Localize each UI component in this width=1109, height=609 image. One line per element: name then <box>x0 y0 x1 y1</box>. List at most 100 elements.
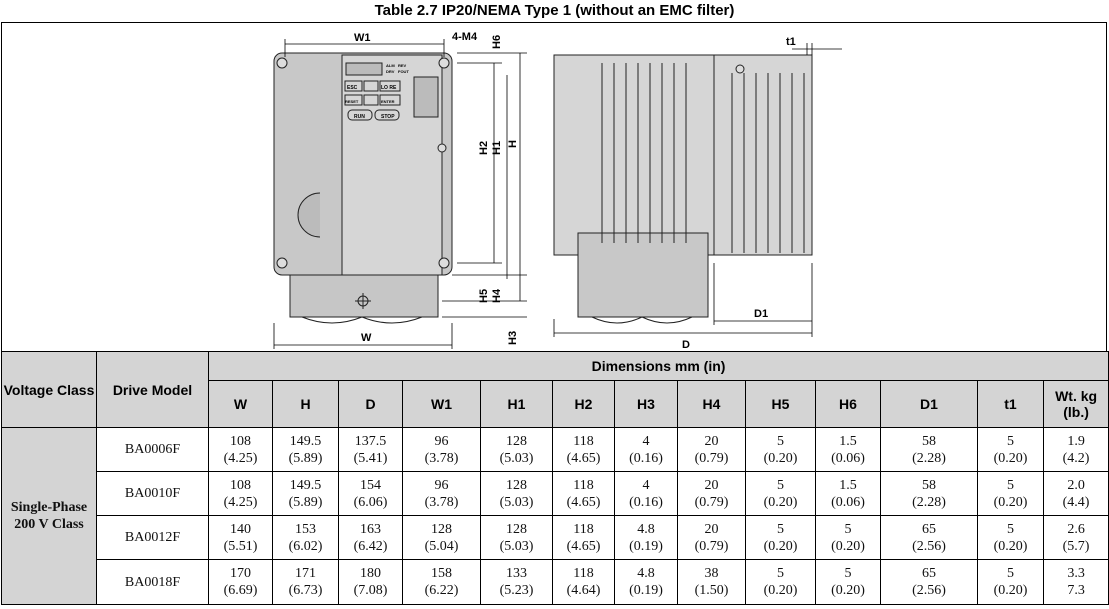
dimension-cell: 180(7.08) <box>338 559 403 605</box>
dimension-cell: 65(2.56) <box>880 515 978 560</box>
fout-led: FOUT <box>398 69 409 74</box>
value-in: (0.20) <box>763 494 798 510</box>
front-dimension-lines <box>273 39 527 349</box>
value-mm: 4.8 <box>637 566 655 581</box>
value-mm: 118 <box>573 566 594 581</box>
value-in: (0.06) <box>831 494 865 510</box>
value-in: (6.22) <box>424 583 459 598</box>
dimension-cell: 158 (6.22) <box>402 559 481 605</box>
value-in: (5.89) <box>288 494 323 510</box>
drive-model-cell: BA0018F <box>96 559 209 605</box>
value-in: (6.02) <box>288 538 323 554</box>
column-header: H5 <box>745 380 816 428</box>
side-dimension-lines <box>553 43 842 337</box>
value-mm: 153 <box>295 521 316 537</box>
dimension-cell: 2.6(5.7) <box>1042 515 1109 560</box>
dimension-drawing: ESC LO RE RESET ENTER RUN STOP ALM REV D… <box>1 22 1107 351</box>
dimension-cell: 118(4.65) <box>552 471 615 516</box>
value-in: (0.20) <box>831 538 865 554</box>
value-mm: 2.6 <box>1067 521 1085 537</box>
value-in: (4.4) <box>1062 494 1090 510</box>
value-mm: 2.0 <box>1067 477 1085 493</box>
value-in: (4.25) <box>223 450 258 466</box>
dimension-cell: 4(0.16) <box>614 427 678 472</box>
value-mm: 137.5 <box>354 433 387 449</box>
value-mm: 118 <box>573 433 594 449</box>
value-mm: 108 <box>230 433 251 449</box>
dimension-cell: 118(4.64) <box>552 559 615 605</box>
dimension-cell: 171(6.73) <box>272 559 339 605</box>
dimension-cell: 5(0.20) <box>745 559 816 605</box>
value-in: (0.20) <box>993 583 1028 598</box>
value-in: (0.19) <box>629 583 663 598</box>
value-mm: 5 <box>1007 433 1014 449</box>
dimension-cell: 1.5(0.06) <box>815 471 881 516</box>
header-dimensions: Dimensions mm (in) <box>207 351 1109 381</box>
value-mm: 20 <box>704 521 719 537</box>
label-h: H <box>507 140 519 148</box>
value-mm: 5 <box>844 521 852 537</box>
dimension-cell: 5(0.20) <box>745 515 816 560</box>
dimension-cell: 4.8 (0.19) <box>614 559 678 605</box>
dimension-cell: 5(0.20) <box>977 559 1044 605</box>
value-mm: 3.3 <box>1067 566 1085 581</box>
keypad-labels: ESC LO RE RESET ENTER RUN STOP ALM REV D… <box>345 63 409 120</box>
value-mm: 5 <box>844 566 852 581</box>
value-in: (4.25) <box>223 494 258 510</box>
value-in: (0.79) <box>694 494 729 510</box>
dimension-cell: 140(5.51) <box>208 515 273 560</box>
drv-led: DRV <box>386 69 395 74</box>
value-mm: 65 <box>922 521 936 537</box>
dimension-cell: 149.5(5.89) <box>272 427 339 472</box>
value-in: (2.56) <box>912 583 946 598</box>
dimension-cell: 5(0.20) <box>977 515 1044 560</box>
dimension-cell: 96(3.78) <box>402 427 481 472</box>
dimension-cell: 5(0.20) <box>815 559 881 605</box>
label-4-m4: 4-M4 <box>452 31 478 43</box>
value-in: (4.65) <box>566 494 601 510</box>
enter-key: ENTER <box>381 99 395 104</box>
dimension-cell: 128(5.04) <box>402 515 481 560</box>
value-mm: 170 <box>230 566 251 581</box>
value-in: (3.78) <box>424 494 459 510</box>
value-in: (6.06) <box>353 494 388 510</box>
header-voltage-class: Voltage Class <box>1 351 97 428</box>
value-in: (0.19) <box>629 538 663 554</box>
dimension-cell: 5(0.20) <box>977 427 1044 472</box>
label-h5: H5 <box>478 289 490 303</box>
dimension-cell: 128(5.03) <box>480 471 553 516</box>
value-mm: 5 <box>777 477 784 493</box>
dimension-cell: 58(2.28) <box>880 427 978 472</box>
value-in: (4.2) <box>1062 450 1090 466</box>
value-mm: 20 <box>704 433 719 449</box>
value-mm: 149.5 <box>289 477 322 493</box>
label-h2: H2 <box>478 141 490 155</box>
dimension-cell: 118(4.65) <box>552 427 615 472</box>
value-mm: 158 <box>431 566 452 581</box>
value-mm: 118 <box>573 521 594 537</box>
value-mm: 128 <box>506 433 527 449</box>
table-row: BA0018F 170 (6.69) 171(6.73)180(7.08) 158 (6.… <box>2 559 1109 605</box>
value-in: (5.89) <box>288 450 323 466</box>
value-in: (5.03) <box>499 538 534 554</box>
dimension-cell: 149.5(5.89) <box>272 471 339 516</box>
dimension-cell: 65(2.56) <box>880 559 978 605</box>
dimension-cell: 4(0.16) <box>614 471 678 516</box>
drive-model-cell: BA0012F <box>96 515 209 560</box>
value-mm: 96 <box>434 477 449 493</box>
reset-key: RESET <box>345 99 359 104</box>
header-drive-model: Drive Model <box>96 351 209 428</box>
value-in: (2.28) <box>912 494 946 510</box>
value-in: (6.69) <box>223 583 258 598</box>
value-mm: 128 <box>431 521 452 537</box>
dimension-cell: 20(0.79) <box>677 515 746 560</box>
value-mm: 154 <box>360 477 381 493</box>
column-header: H6 <box>815 380 881 428</box>
value-mm: 5 <box>1007 521 1014 537</box>
value-mm: 58 <box>922 433 936 449</box>
label-d1: D1 <box>754 308 768 320</box>
value-mm: 38 <box>704 566 719 581</box>
value-mm: 96 <box>434 433 449 449</box>
